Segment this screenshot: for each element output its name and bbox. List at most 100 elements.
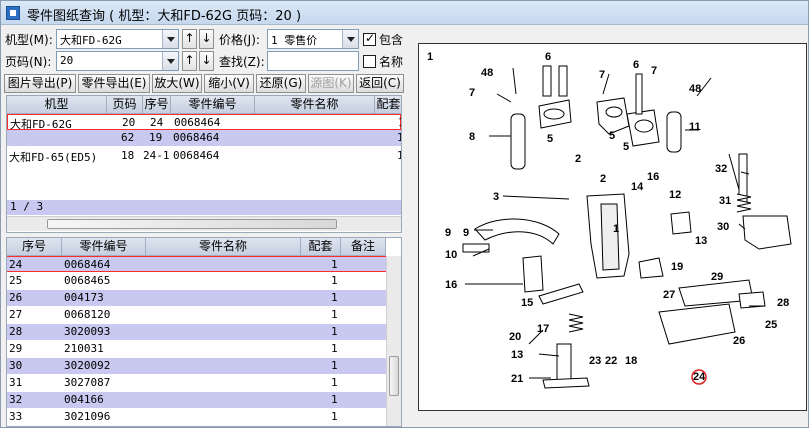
horizontal-scrollbar[interactable] [7, 216, 401, 231]
callout-label: 22 [605, 355, 617, 367]
name-checkbox[interactable] [363, 55, 376, 68]
zoom-in-button[interactable]: 放大(W) [152, 74, 202, 93]
callout-label: 27 [663, 289, 675, 301]
vertical-scrollbar[interactable] [386, 256, 401, 426]
callout-label: 16 [445, 279, 457, 291]
part-no-cell: 0068464 [173, 149, 220, 162]
app-icon [6, 6, 20, 20]
part-no-cell: 3020093 [64, 325, 111, 338]
zoom-out-button[interactable]: 缩小(V) [204, 74, 254, 93]
search-input[interactable] [267, 51, 359, 71]
restore-button[interactable]: 还原(G) [256, 74, 306, 93]
column-header[interactable]: 序号 [7, 238, 62, 256]
callout-label: 2 [575, 153, 581, 165]
page-down-button[interactable]: ↓ [199, 51, 214, 71]
callout-label: 12 [669, 189, 681, 201]
column-header[interactable]: 零件编号 [62, 238, 146, 256]
model-up-button[interactable]: ↑ [182, 29, 197, 49]
chevron-down-icon[interactable] [162, 52, 178, 70]
price-label: 价格(J): [219, 33, 260, 47]
part-no-cell: 004166 [64, 393, 104, 406]
chevron-down-icon[interactable] [162, 30, 178, 48]
model-combo[interactable]: 大和FD-62G [56, 29, 179, 49]
column-header[interactable]: 零件名称 [146, 238, 301, 256]
table-row[interactable]: 大和FD-62G 20 24 0068464 1 [7, 114, 401, 131]
export-image-button[interactable]: 图片导出(P) [4, 74, 76, 93]
window-title: 零件图纸查询 ( 机型：大和FD-62G 页码：20 ) [27, 9, 302, 24]
part-no-cell: 0068465 [64, 274, 111, 287]
model-down-button[interactable]: ↓ [199, 29, 214, 49]
callout-label: 17 [537, 323, 549, 335]
table-row[interactable]: 62 19 0068464 1 [7, 130, 401, 146]
callout-label: 6 [545, 51, 551, 63]
part-no-cell: 0068464 [173, 131, 220, 144]
callout-label: 32 [715, 163, 727, 175]
callout-label: 28 [777, 297, 789, 309]
sheet-number: 1 [427, 51, 433, 63]
column-header[interactable]: 机型 [7, 96, 107, 114]
callout-label: 6 [633, 59, 639, 71]
callout-label: 7 [651, 65, 657, 77]
column-header[interactable]: 零件编号 [171, 96, 255, 114]
title-bar: 零件图纸查询 ( 机型：大和FD-62G 页码：20 ) [1, 1, 808, 25]
qty-cell: 1 [398, 116, 401, 129]
seq-cell: 24 [150, 116, 164, 129]
scrollbar-thumb[interactable] [47, 219, 337, 229]
seq-cell: 28 [9, 325, 23, 338]
column-header[interactable]: 零件名称 [255, 96, 375, 114]
table-row[interactable]: 28 3020093 1 [7, 324, 386, 340]
callout-label: 30 [717, 221, 729, 233]
column-header[interactable]: 配套 [301, 238, 341, 256]
include-label: 包含 [379, 33, 404, 47]
table-row[interactable]: 大和FD-65(ED5) 18 24-1 0068464 1 [7, 148, 401, 164]
page-up-button[interactable]: ↑ [182, 51, 197, 71]
mechanism-shapes [462, 65, 792, 389]
seq-cell: 27 [9, 308, 23, 321]
price-combo[interactable]: 1 零售价 [267, 29, 359, 49]
page-combo[interactable]: 20 [56, 51, 179, 71]
chevron-down-icon[interactable] [342, 30, 358, 48]
parts-drawing[interactable]: 1 [418, 43, 807, 411]
callout-label: 8 [469, 131, 475, 143]
scrollbar-thumb[interactable] [389, 356, 399, 396]
callout-label: 19 [671, 261, 683, 273]
column-header[interactable]: 备注 [341, 238, 386, 256]
callout-label: 2 [600, 173, 606, 185]
column-header[interactable]: 配套 [375, 96, 401, 114]
callout-label: 3 [493, 191, 499, 203]
callout-label: 25 [765, 319, 777, 331]
include-checkbox[interactable] [363, 31, 376, 46]
seq-cell: 29 [9, 342, 23, 355]
part-no-cell: 0068464 [64, 258, 111, 271]
column-header[interactable]: 页码 [107, 96, 143, 114]
model-table: 机型 页码 序号 零件编号 零件名称 配套 大和FD-62G 20 24 006… [6, 95, 402, 233]
highlight-circle [691, 369, 707, 385]
seq-cell: 30 [9, 359, 23, 372]
model-cell: 大和FD-62G [10, 118, 72, 131]
qty-cell: 1 [331, 325, 338, 338]
callout-label: 21 [511, 373, 523, 385]
part-no-cell: 004173 [64, 291, 104, 304]
seq-cell: 33 [9, 410, 23, 423]
back-button[interactable]: 返回(C) [356, 74, 404, 93]
qty-cell: 1 [331, 359, 338, 372]
page-combo-value: 20 [60, 54, 74, 67]
record-status: 1 / 3 [7, 200, 401, 215]
export-parts-button[interactable]: 零件导出(E) [78, 74, 150, 93]
price-combo-value: 1 零售价 [271, 34, 318, 47]
callout-label: 5 [547, 133, 553, 145]
original-button[interactable]: 源图(K) [308, 74, 354, 93]
callout-label: 11 [689, 121, 701, 133]
part-no-cell: 3027087 [64, 376, 111, 389]
qty-cell: 1 [397, 149, 401, 162]
column-header[interactable]: 序号 [143, 96, 171, 114]
